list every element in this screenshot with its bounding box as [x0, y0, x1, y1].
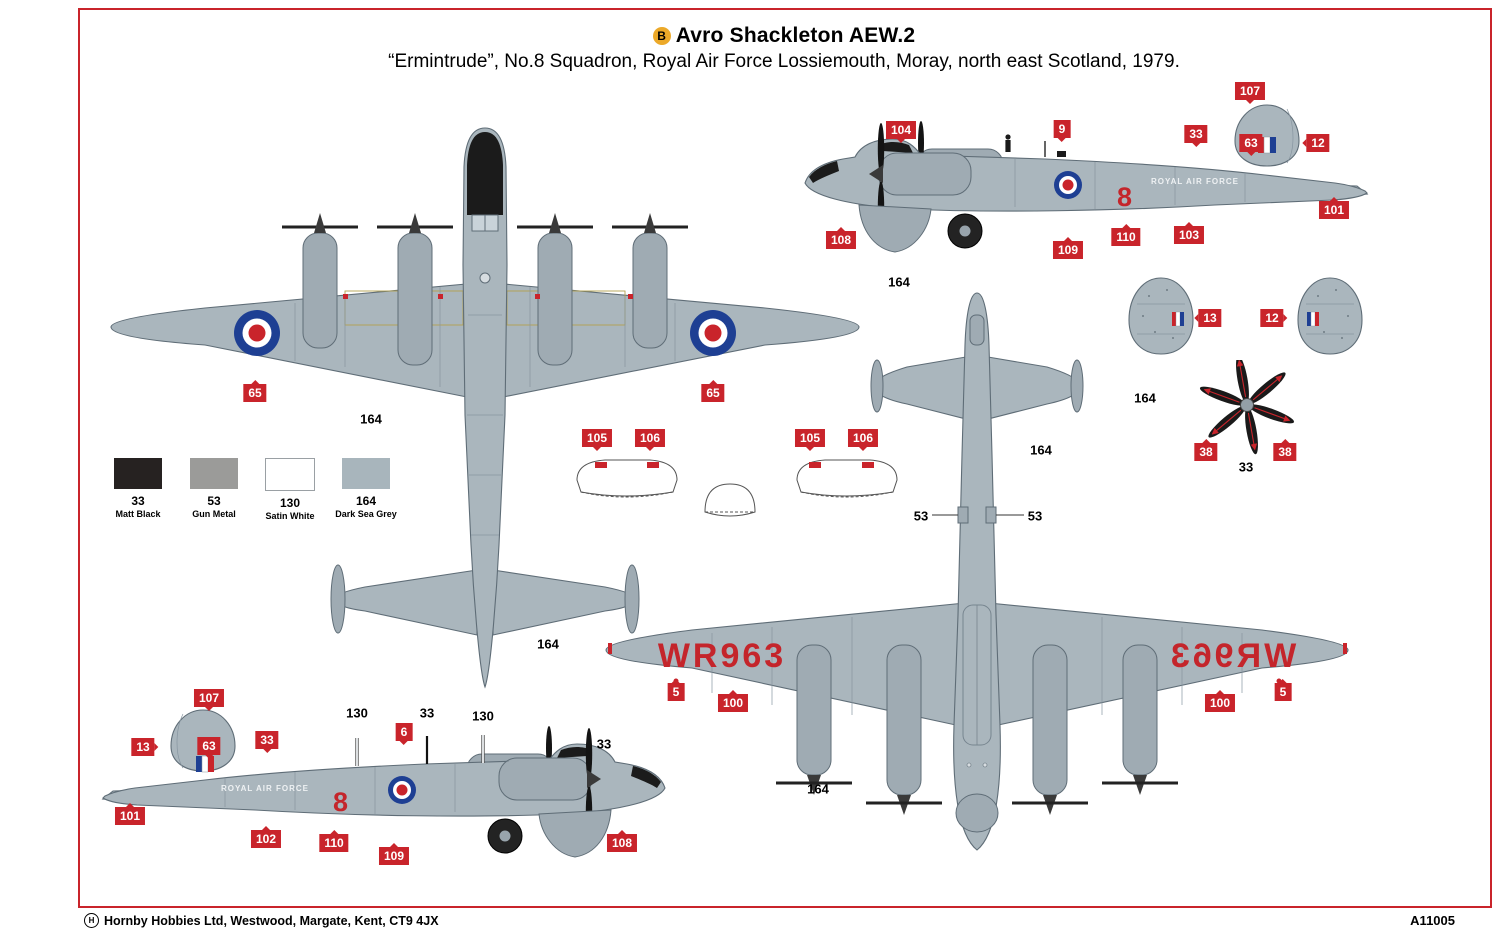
top-plan-view-drawing [110, 127, 860, 689]
paint-swatch [190, 458, 238, 489]
port-fin-top [330, 564, 346, 634]
fuselage-titles: ROYAL AIR FORCE [1151, 177, 1239, 186]
port-wing-roundel [234, 310, 280, 356]
paint-number: 164 [355, 494, 377, 508]
engine-nacelles-top [282, 213, 688, 366]
underside-plan-view-drawing: WR963 WR963 [605, 292, 1349, 851]
paint-swatch [342, 458, 390, 489]
fin-detail-flash-right [1307, 311, 1319, 327]
starboard-tailplane-under [987, 356, 1081, 420]
port-tailplane-under [873, 356, 967, 420]
paint-name: Matt Black [115, 509, 161, 519]
fin-detail-flash-left [1172, 311, 1184, 327]
fuselage-top [462, 127, 508, 689]
fuselage-roundel-mirrored [388, 776, 416, 804]
scheme-subtitle: “Ermintrude”, No.8 Squadron, Royal Air F… [388, 51, 1180, 72]
side-profile-upper-drawing: 8 ROYAL AIR FORCE [804, 104, 1369, 253]
fuselage-under [953, 292, 1001, 851]
starboard-wing-top [492, 282, 860, 400]
airframe-side-mirrored [101, 709, 666, 858]
starboard-fin-top [624, 564, 640, 634]
propeller-blades [1199, 360, 1295, 455]
radome-under [955, 793, 999, 833]
squadron-code-mirrored: 8 [333, 787, 348, 817]
propeller-hub [1240, 398, 1254, 412]
fuselage-titles-mirrored: ROYAL AIR FORCE [221, 784, 309, 793]
scheme-badge: B [652, 27, 671, 45]
fin-flash-mirrored [196, 755, 214, 773]
fuselage-roundel [1054, 171, 1082, 199]
paint-name: Dark Sea Grey [335, 509, 397, 519]
publisher-text: Hornby Hobbies Ltd, Westwood, Margate, K… [104, 913, 439, 928]
publisher-line: H Hornby Hobbies Ltd, Westwood, Margate,… [84, 913, 439, 928]
port-wing-top [110, 282, 478, 400]
paint-name: Gun Metal [192, 509, 236, 519]
serial-underwing-port: WR963 [658, 637, 786, 675]
fairing-detail-right [796, 459, 898, 498]
paint-number: 130 [279, 496, 301, 510]
serial-underwing-starboard-mirrored: WR963 [1168, 637, 1296, 675]
paint-swatch [265, 458, 315, 491]
fin-detail-right [1297, 277, 1363, 355]
fin-detail-left [1128, 277, 1194, 355]
fairing-detail-left [576, 459, 678, 498]
starboard-wing-roundel [690, 310, 736, 356]
paint-number: 53 [207, 494, 221, 508]
propeller-detail-drawing [1199, 360, 1295, 455]
engine-nacelles-under [776, 644, 1178, 815]
paint-name: Satin White [265, 511, 315, 521]
spine-antennas [355, 735, 485, 766]
paint-swatch [114, 458, 162, 489]
dome-detail [704, 483, 756, 517]
starboard-wing-under [988, 602, 1349, 728]
nose-antiglare-panel [467, 132, 503, 215]
aircraft-title: Avro Shackleton AEW.2 [675, 24, 916, 47]
fin-flash [1258, 136, 1276, 154]
fairing-detail-drawing [576, 459, 898, 517]
airframe-side [804, 104, 1369, 253]
hornby-logo-icon: H [84, 913, 99, 928]
port-wing-under [605, 602, 966, 728]
squadron-code: 8 [1117, 182, 1132, 212]
side-profile-lower-drawing: 8 ROYAL AIR FORCE [101, 709, 666, 858]
tail-fin-detail-drawing [1128, 277, 1363, 355]
port-tailplane-top [334, 569, 478, 636]
paint-number: 33 [131, 494, 145, 508]
kit-number: A11005 [1410, 913, 1455, 928]
radome-side [858, 204, 932, 253]
